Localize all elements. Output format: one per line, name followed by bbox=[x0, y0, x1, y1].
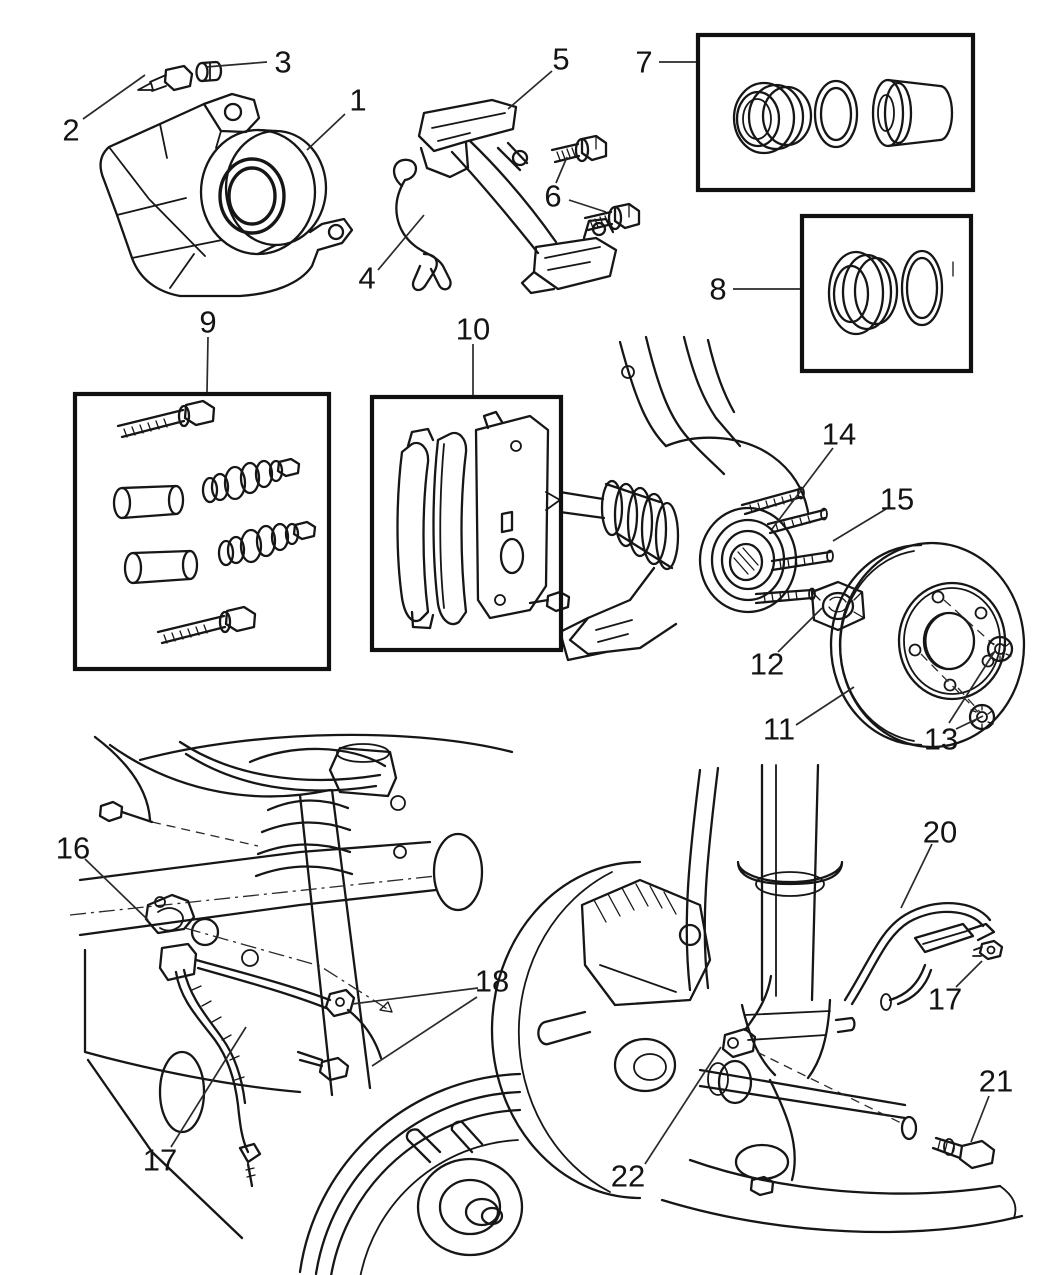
adapter-bolts-illustration bbox=[550, 134, 641, 232]
callout-5-leader-line bbox=[507, 70, 553, 110]
callout-14-leader-line bbox=[771, 447, 834, 530]
callout-17: 17 bbox=[143, 1143, 177, 1178]
callout-18: 18 bbox=[475, 964, 509, 999]
callout-5: 5 bbox=[552, 42, 569, 77]
brake-hose-illustration bbox=[174, 958, 383, 1188]
callout-10: 10 bbox=[456, 312, 490, 347]
bleeder-screw-illustration bbox=[137, 64, 194, 92]
callout-17-leader-line bbox=[170, 1026, 247, 1148]
caliper-on-knuckle-illustration bbox=[580, 878, 712, 1007]
callout-6: 6 bbox=[544, 179, 561, 214]
brake-pad-kit-illustration bbox=[396, 410, 561, 630]
bleeder-cap-illustration bbox=[195, 60, 223, 83]
callout-15-leader-line bbox=[832, 508, 887, 542]
callout-1-leader-line bbox=[306, 113, 346, 151]
callout-16: 16 bbox=[56, 831, 90, 866]
caliper-seal-kit-illustration bbox=[827, 249, 954, 336]
callout-21-leader-line bbox=[970, 1095, 990, 1143]
brake-hose-bracket-illustration bbox=[144, 893, 198, 982]
callout-1: 1 bbox=[349, 83, 366, 118]
brake-caliper-illustration bbox=[99, 92, 354, 298]
piston-boot-kit-illustration bbox=[732, 78, 954, 155]
hub-and-studs-illustration bbox=[698, 486, 834, 614]
abs-sensor-illustration bbox=[721, 974, 773, 1059]
pad-retainer-clip-illustration bbox=[392, 158, 452, 292]
steering-knuckle-illustration bbox=[528, 335, 810, 662]
callout-8: 8 bbox=[709, 272, 726, 307]
front-brake-hose-illustration bbox=[843, 901, 996, 1011]
brake-rotor-illustration bbox=[829, 541, 1026, 749]
callout-12-leader-line bbox=[777, 607, 823, 653]
strut-knuckle-illustration bbox=[490, 763, 1024, 1234]
callout-3: 3 bbox=[274, 45, 291, 80]
callout-17-leader-line bbox=[955, 960, 983, 988]
front-rotor-corner-illustration bbox=[298, 1072, 524, 1275]
brake-pad-kit-box bbox=[369, 394, 564, 653]
callout-12: 12 bbox=[750, 647, 784, 682]
callout-15: 15 bbox=[880, 482, 914, 517]
piston-boot-kit-box bbox=[695, 32, 976, 193]
callout-13: 13 bbox=[924, 722, 958, 757]
callout-22-leader-line bbox=[644, 1046, 722, 1165]
callout-2-leader-line bbox=[82, 74, 146, 120]
callout-13-leader-line bbox=[948, 650, 996, 724]
callout-3-leader-line bbox=[205, 61, 268, 68]
callout-2: 2 bbox=[62, 113, 79, 148]
kit-boxes-layer bbox=[72, 32, 976, 672]
stud-retainers-illustration bbox=[968, 635, 1014, 731]
callout-11-leader-line bbox=[795, 686, 855, 726]
callout-4: 4 bbox=[358, 261, 375, 296]
callout-22: 22 bbox=[611, 1159, 645, 1194]
callout-14: 14 bbox=[822, 417, 856, 452]
callout-4-leader-line bbox=[377, 214, 425, 271]
callout-18-leader-line bbox=[351, 987, 479, 1005]
callout-20-leader-line bbox=[900, 843, 933, 909]
caliper-seal-kit-box bbox=[799, 213, 974, 374]
guide-pin-kit-box bbox=[72, 391, 332, 672]
caliper-adapter-illustration bbox=[417, 98, 618, 295]
callout-6-leader-line bbox=[568, 199, 607, 213]
callout-18-leader-line bbox=[371, 996, 478, 1067]
callout-16-leader-line bbox=[84, 858, 149, 921]
callout-9: 9 bbox=[199, 305, 216, 340]
body-hose-routing-illustration bbox=[69, 733, 524, 1275]
control-arm-bolt-illustration bbox=[931, 1136, 996, 1170]
callout-17: 17 bbox=[928, 982, 962, 1017]
callout-21: 21 bbox=[979, 1064, 1013, 1099]
callout-13-leader-line bbox=[955, 715, 984, 730]
callout-6-leader-line bbox=[555, 156, 568, 184]
hose-screw-illustration bbox=[972, 939, 1004, 961]
callout-20: 20 bbox=[923, 815, 957, 850]
callout-7: 7 bbox=[635, 45, 652, 80]
callout-9-leader-line bbox=[206, 336, 209, 393]
guide-pin-kit-illustration bbox=[112, 399, 317, 645]
callout-11: 11 bbox=[763, 712, 795, 747]
